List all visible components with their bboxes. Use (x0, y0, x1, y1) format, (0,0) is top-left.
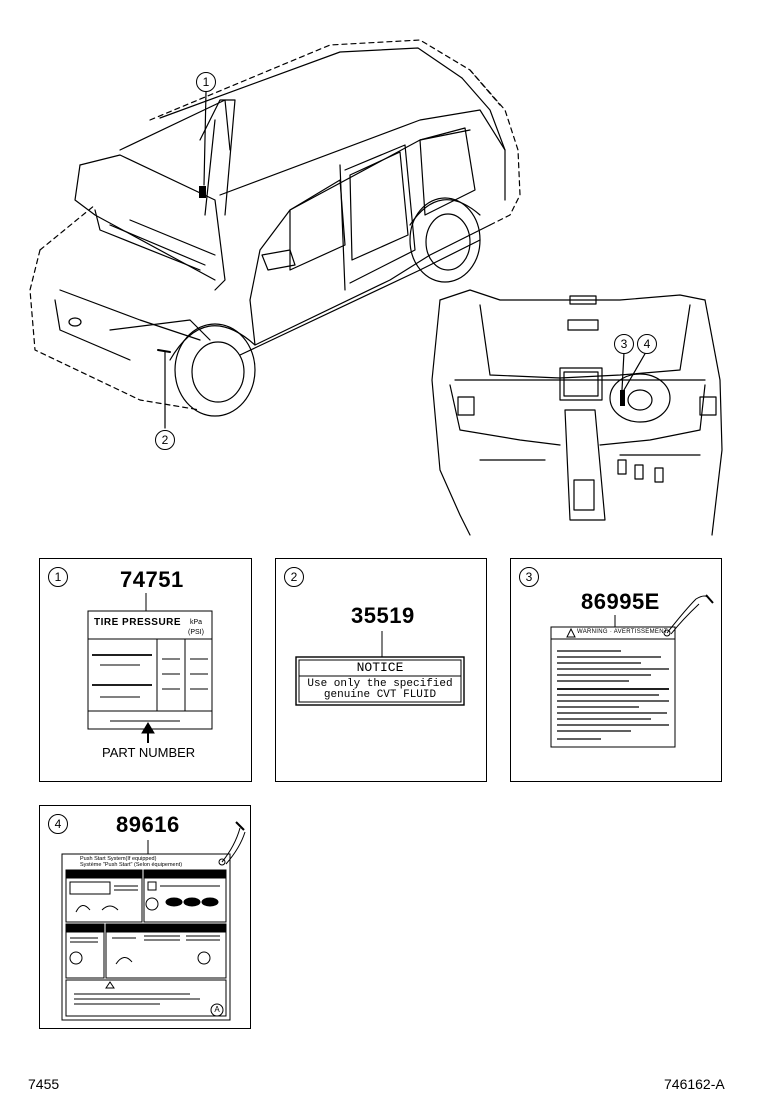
push-start-line-1: Push Start System(If equipped) (80, 856, 157, 862)
notice-heading: NOTICE (356, 660, 404, 675)
panel-index-1: 1 (48, 567, 68, 587)
part-number-89616: 89616 (116, 812, 180, 837)
corner-mark-a: A (214, 1005, 220, 1014)
callout-1: 1 (196, 72, 216, 92)
footer-left-code: 7455 (28, 1076, 60, 1092)
panel-index-4: 4 (48, 814, 68, 834)
panel-35519: 2 35519 NOTICE Use only the specified ge… (275, 558, 487, 782)
tire-pressure-unit-kpa: kPa (190, 619, 203, 626)
panel-index-3: 3 (519, 567, 539, 587)
part-number-86995e: 86995E (581, 589, 660, 614)
panel-86995e: 3 86995E WARNING · A (510, 558, 722, 782)
panel-index-2: 2 (284, 567, 304, 587)
notice-line-2: genuine CVT FLUID (323, 689, 437, 701)
callout-3: 3 (614, 334, 634, 354)
push-start-line-2: Système "Push Start" (Selon équipement) (80, 862, 183, 868)
vehicle-illustration: 1 2 3 4 (0, 0, 760, 545)
footer-right-code: 746162-A (664, 1076, 725, 1092)
part-number-74751: 74751 (120, 567, 184, 592)
tire-pressure-unit-psi: (PSI) (188, 629, 204, 636)
notice-line-1: Use only the specified (307, 678, 453, 690)
cvt-notice-label-drawing (295, 631, 465, 706)
tire-pressure-label-drawing (87, 593, 213, 743)
push-start-tag-drawing (61, 821, 246, 1021)
part-number-35519: 35519 (351, 603, 415, 628)
warning-tag-drawing (550, 594, 714, 748)
callout-4: 4 (637, 334, 657, 354)
warning-tag-heading: WARNING · AVERTISSEMENT (577, 629, 668, 635)
panel-74751: 1 74751 TIRE PRESSURE kPa (PSI) PART NUM… (39, 558, 252, 782)
part-number-caption: PART NUMBER (102, 745, 196, 760)
tire-pressure-title: TIRE PRESSURE (94, 617, 182, 628)
panel-89616: 4 89616 (39, 805, 251, 1029)
callout-2: 2 (155, 430, 175, 450)
vehicle-line-drawing (29, 39, 723, 536)
